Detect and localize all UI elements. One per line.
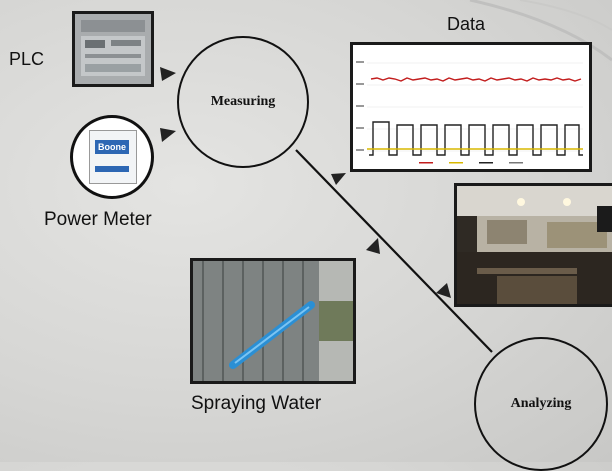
plc-device-image	[72, 11, 154, 87]
spraying-water-label: Spraying Water	[191, 393, 322, 414]
power-meter-label: Power Meter	[44, 209, 152, 230]
arrow-spraying	[366, 238, 380, 254]
arrow-room	[436, 283, 451, 298]
spraying-water-photo-image	[190, 258, 356, 384]
plc-label: PLC	[9, 49, 45, 69]
data-chart-image	[350, 42, 592, 172]
arrow-plc	[160, 67, 176, 81]
arrow-data	[331, 173, 346, 185]
measuring-node: Measuring	[177, 36, 309, 168]
room-photo-image	[454, 183, 612, 307]
analyzing-node: Analyzing	[474, 337, 608, 471]
power-meter-brand: Boone	[95, 140, 129, 154]
measuring-to-analyzing-line	[295, 149, 493, 353]
arrow-power-meter	[160, 128, 176, 142]
analyzing-label: Analyzing	[510, 396, 572, 411]
data-label: Data	[447, 14, 486, 34]
measuring-label: Measuring	[210, 94, 276, 109]
power-meter-device-image: Boone	[70, 115, 154, 199]
